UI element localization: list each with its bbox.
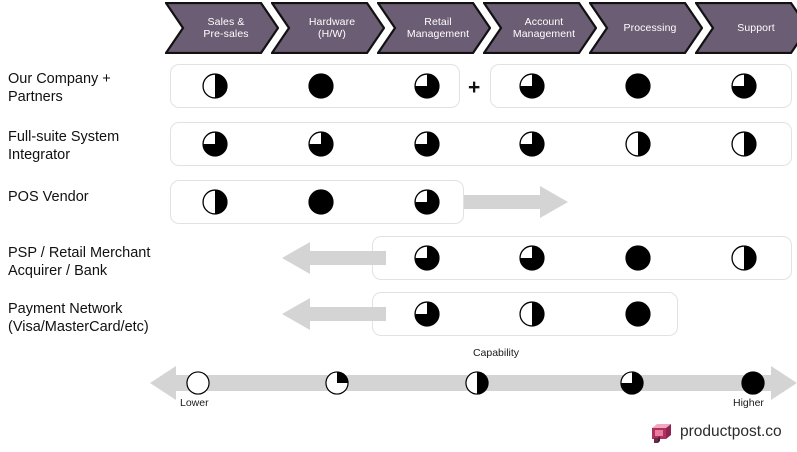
- chevron-shape-icon: [271, 2, 385, 54]
- flow-arrow-right-row3: [464, 186, 568, 218]
- harvey-ball-row3-col1: [202, 189, 228, 215]
- harvey-ball-row1-col4: [519, 73, 545, 99]
- harvey-ball-row5-col3: [414, 301, 440, 327]
- brand-name: productpost.co: [680, 423, 782, 440]
- harvey-ball-row2-col5: [625, 131, 651, 157]
- legend-label-higher: Higher: [733, 397, 764, 409]
- capability-pill-row2[interactable]: [170, 122, 792, 166]
- harvey-ball-row1-col5: [625, 73, 651, 99]
- legend-ball-100: [741, 371, 765, 395]
- harvey-ball-row1-col3: [414, 73, 440, 99]
- legend-ball-50: [465, 371, 489, 395]
- legend-caption: Capability: [472, 347, 520, 359]
- flow-arrow-left-row4: [282, 242, 386, 274]
- chevron-shape-icon: [377, 2, 491, 54]
- harvey-ball-row4-col6: [731, 245, 757, 271]
- harvey-ball-row5-col4: [519, 301, 545, 327]
- harvey-ball-row3-col3: [414, 189, 440, 215]
- mailbox-icon: [652, 424, 671, 443]
- harvey-ball-row2-col3: [414, 131, 440, 157]
- column-header-support[interactable]: Support: [695, 2, 797, 54]
- harvey-ball-row2-col2: [308, 131, 334, 157]
- harvey-ball-row4-col4: [519, 245, 545, 271]
- column-header-label: Support: [737, 21, 775, 34]
- flow-arrow-left-row5: [282, 298, 386, 330]
- legend-ball-0: [186, 371, 210, 395]
- row-label-payment-network: Payment Network(Visa/MasterCard/etc): [8, 301, 149, 335]
- legend-label-lower: Lower: [180, 397, 209, 409]
- row1-plus-separator: +: [468, 76, 481, 99]
- harvey-ball-row3-col2: [308, 189, 334, 215]
- harvey-ball-row4-col5: [625, 245, 651, 271]
- harvey-ball-row1-col1: [202, 73, 228, 99]
- harvey-ball-row1-col2: [308, 73, 334, 99]
- column-header-label: Sales &Pre-sales: [203, 15, 249, 41]
- harvey-ball-row5-col5: [625, 301, 651, 327]
- harvey-ball-row2-col4: [519, 131, 545, 157]
- row-label-pos-vendor: POS Vendor: [8, 189, 89, 205]
- column-header-sales-pre-sales[interactable]: Sales &Pre-sales: [165, 2, 279, 54]
- chevron-shape-icon: [483, 2, 597, 54]
- column-header-processing[interactable]: Processing: [589, 2, 703, 54]
- chevron-shape-icon: [695, 2, 797, 54]
- harvey-ball-row1-col6: [731, 73, 757, 99]
- chevron-shape-icon: [165, 2, 279, 54]
- chevron-shape-icon: [589, 2, 703, 54]
- brand-watermark: productpost.co: [648, 419, 782, 445]
- row-label-our-company-partners: Our Company +Partners: [8, 71, 111, 105]
- capability-pill-row4[interactable]: [372, 236, 792, 280]
- column-header-label: Hardware(H/W): [308, 15, 356, 41]
- harvey-ball-row2-col6: [731, 131, 757, 157]
- column-header-label: Processing: [623, 21, 677, 34]
- harvey-ball-row4-col3: [414, 245, 440, 271]
- harvey-ball-row2-col1: [202, 131, 228, 157]
- legend-ball-75: [620, 371, 644, 395]
- column-header-hardware[interactable]: Hardware(H/W): [271, 2, 385, 54]
- legend-ball-25: [325, 371, 349, 395]
